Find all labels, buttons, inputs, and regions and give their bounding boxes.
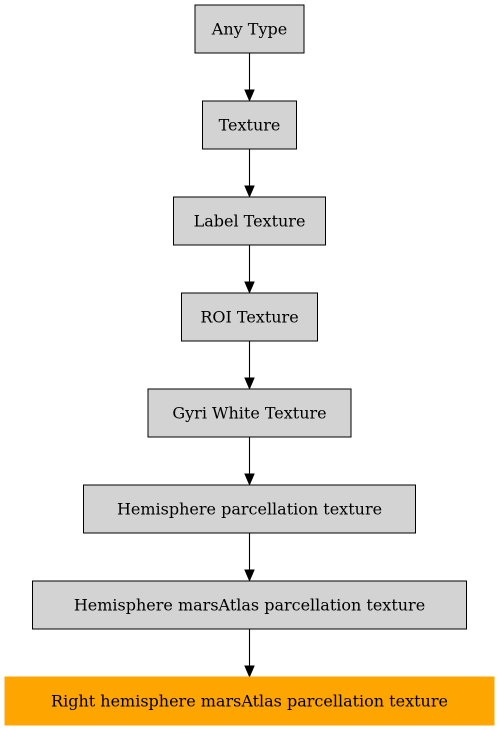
node-box (202, 100, 297, 150)
edge-hemisphere-marsatlas-parcellation-texture-to-right-hemisphere-marsatlas-parcellation-texture (244, 629, 255, 678)
node-box (4, 676, 495, 726)
node-label: Label Texture (194, 212, 306, 231)
node-hemisphere-marsatlas-parcellation-texture: Hemisphere marsAtlas parcellation textur… (32, 580, 467, 630)
node-label: Texture (219, 116, 281, 135)
arrowhead (244, 89, 255, 102)
node-hemisphere-parcellation-texture: Hemisphere parcellation texture (83, 484, 416, 534)
edge-label-texture-to-roi-texture (244, 245, 255, 294)
edge-gyri-white-texture-to-hemisphere-parcellation-texture (244, 437, 255, 486)
arrowhead (244, 665, 255, 678)
node-label: Hemisphere parcellation texture (117, 500, 382, 519)
arrowhead (244, 569, 255, 582)
node-box (32, 580, 467, 630)
edge-hemisphere-parcellation-texture-to-hemisphere-marsatlas-parcellation-texture (244, 533, 255, 582)
node-label: Gyri White Texture (172, 404, 326, 423)
node-box (194, 4, 305, 54)
arrowhead (244, 377, 255, 390)
node-gyri-white-texture: Gyri White Texture (147, 388, 352, 438)
node-any-type: Any Type (194, 4, 305, 54)
edge-any-type-to-texture (244, 53, 255, 102)
arrowhead (244, 281, 255, 294)
node-box (83, 484, 416, 534)
arrowhead (244, 185, 255, 198)
node-label: Any Type (211, 20, 287, 39)
node-box (181, 292, 318, 342)
node-box (173, 196, 326, 246)
node-label: ROI Texture (200, 308, 298, 327)
node-label: Right hemisphere marsAtlas parcellation … (51, 692, 448, 711)
edges-layer (244, 53, 255, 678)
node-texture: Texture (202, 100, 297, 150)
node-roi-texture: ROI Texture (181, 292, 318, 342)
edge-texture-to-label-texture (244, 149, 255, 198)
node-right-hemisphere-marsatlas-parcellation-texture: Right hemisphere marsAtlas parcellation … (4, 676, 495, 726)
node-box (147, 388, 352, 438)
edge-roi-texture-to-gyri-white-texture (244, 341, 255, 390)
node-label: Hemisphere marsAtlas parcellation textur… (74, 596, 425, 615)
node-label-texture: Label Texture (173, 196, 326, 246)
arrowhead (244, 473, 255, 486)
